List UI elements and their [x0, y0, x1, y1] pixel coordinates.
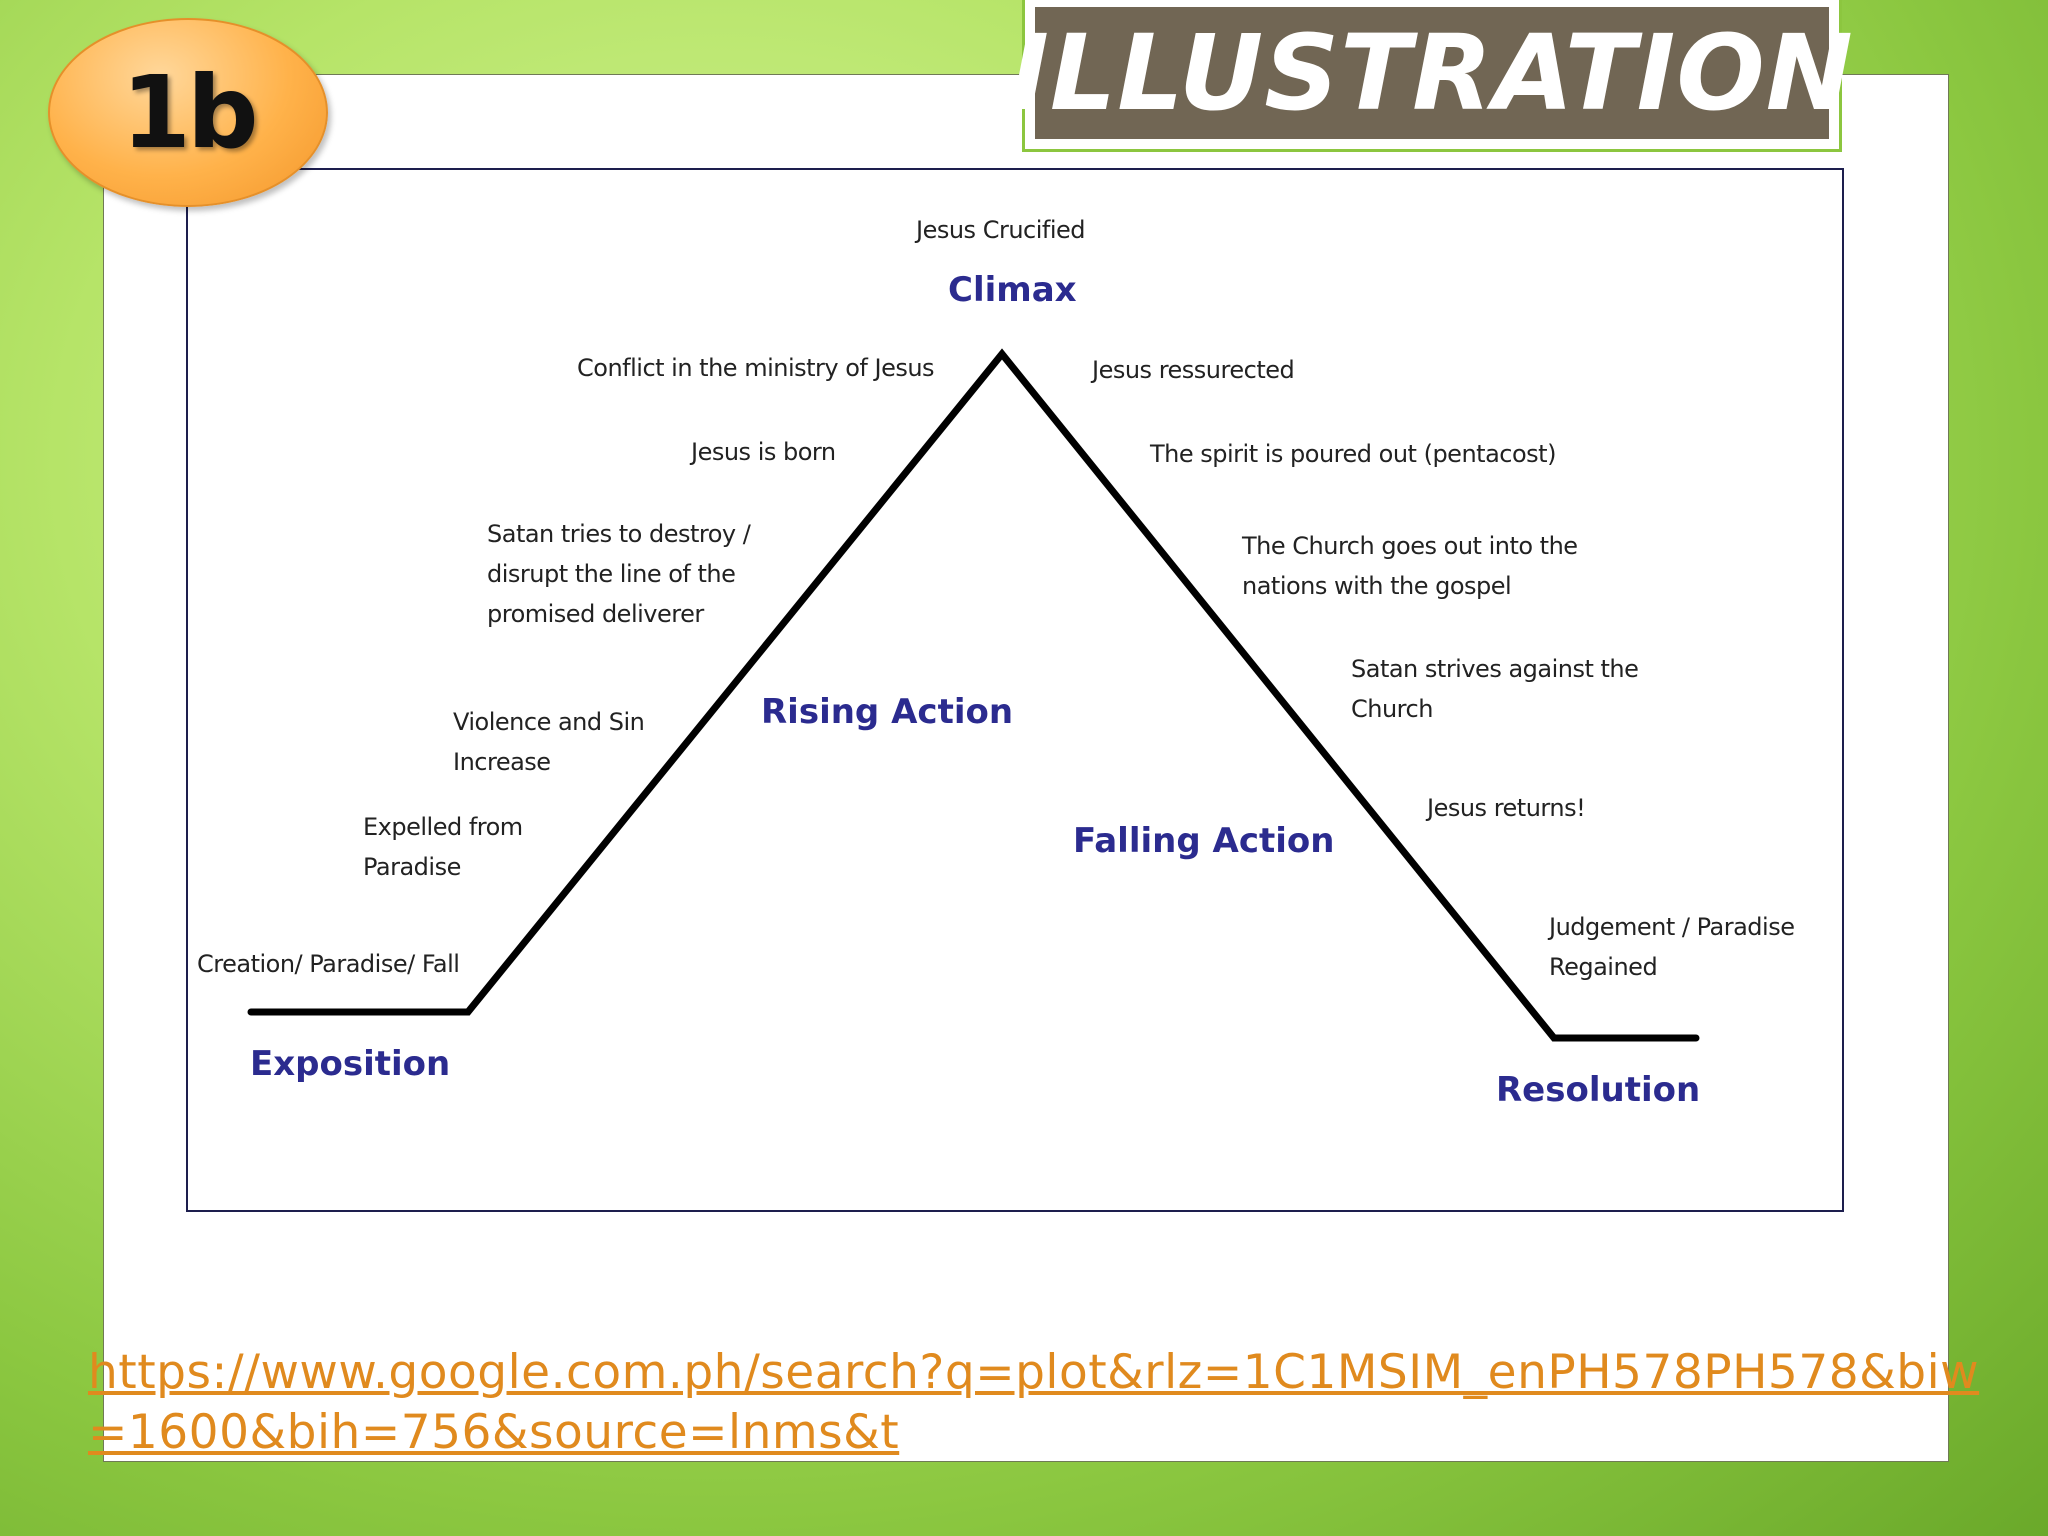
event-judgement-line1: Judgement / Paradise	[1549, 913, 1795, 941]
event-jesus-born: Jesus is born	[691, 438, 836, 466]
plot-diagram: Jesus Crucified Climax Conflict in the m…	[186, 168, 1844, 1212]
event-church-nations-line1: The Church goes out into the	[1242, 532, 1578, 560]
event-violence-sin-line2: Increase	[453, 748, 551, 776]
event-violence-sin-line1: Violence and Sin	[453, 708, 645, 736]
event-expelled-line2: Paradise	[363, 853, 461, 881]
plot-line-svg	[247, 348, 1700, 1042]
event-satan-destroy: Satan tries to destroy / disrupt the lin…	[487, 514, 751, 634]
event-jesus-ressurected: Jesus ressurected	[1092, 356, 1295, 384]
event-expelled-line1: Expelled from	[363, 813, 523, 841]
title-banner: ILLUSTRATION	[1010, 7, 1853, 139]
event-judgement-paradise: Judgement / Paradise Regained	[1549, 907, 1795, 987]
stage-climax: Climax	[948, 270, 1077, 310]
stage-exposition: Exposition	[250, 1044, 451, 1084]
stage-rising-action: Rising Action	[761, 692, 1014, 732]
event-satan-strives: Satan strives against the Church	[1351, 649, 1639, 729]
event-satan-strives-line2: Church	[1351, 695, 1433, 723]
event-conflict-ministry: Conflict in the ministry of Jesus	[577, 354, 935, 382]
stage-resolution: Resolution	[1496, 1070, 1701, 1110]
event-expelled-paradise: Expelled from Paradise	[363, 807, 523, 887]
slide-title: ILLUSTRATION	[1010, 12, 1854, 134]
event-satan-destroy-line1: Satan tries to destroy /	[487, 520, 751, 548]
slide-number-badge: 1b	[48, 18, 328, 207]
event-creation-fall: Creation/ Paradise/ Fall	[197, 950, 460, 978]
event-satan-destroy-line3: promised deliverer	[487, 600, 704, 628]
event-judgement-line2: Regained	[1549, 953, 1658, 981]
event-satan-destroy-line2: disrupt the line of the	[487, 560, 736, 588]
stage-falling-action: Falling Action	[1073, 821, 1335, 861]
event-violence-sin: Violence and Sin Increase	[453, 702, 645, 782]
event-spirit-poured: The spirit is poured out (pentacost)	[1150, 440, 1556, 468]
event-church-nations-line2: nations with the gospel	[1242, 572, 1512, 600]
source-url-link[interactable]: https://www.google.com.ph/search?q=plot&…	[88, 1345, 1980, 1460]
title-box: ILLUSTRATION	[1010, 0, 1853, 152]
event-jesus-returns: Jesus returns!	[1427, 794, 1586, 822]
badge-label: 1b	[121, 54, 258, 171]
plot-mountain-line	[247, 348, 1700, 1042]
event-church-nations: The Church goes out into the nations wit…	[1242, 526, 1578, 606]
event-satan-strives-line1: Satan strives against the	[1351, 655, 1639, 683]
climax-event-label: Jesus Crucified	[916, 216, 1086, 244]
